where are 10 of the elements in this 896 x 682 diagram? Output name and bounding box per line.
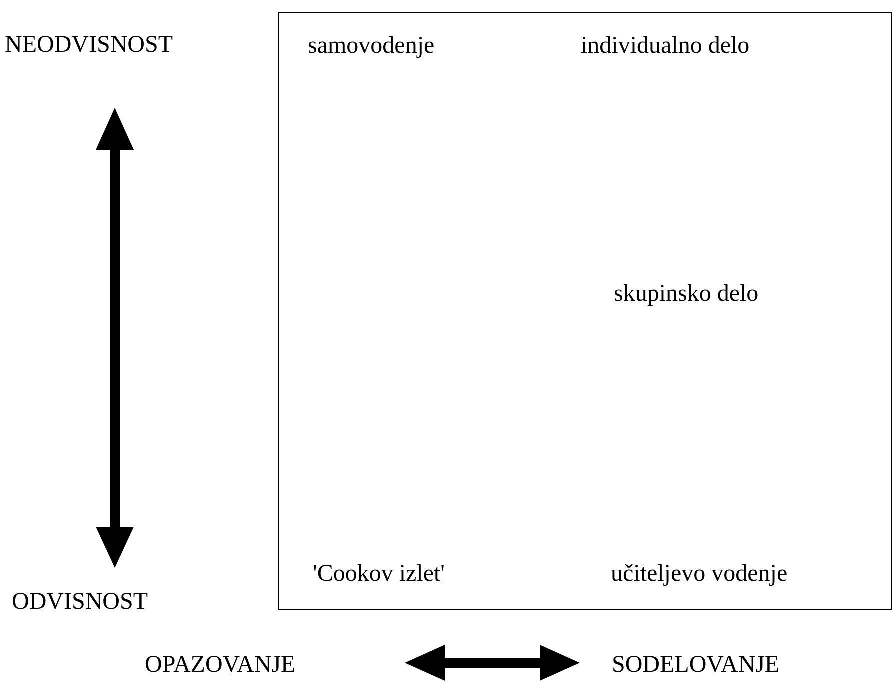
axis-label: SODELOVANJE	[612, 651, 780, 679]
quadrant-label: samovodenje	[308, 32, 435, 60]
quadrant-label: skupinsko delo	[614, 280, 759, 308]
axis-label: ODVISNOST	[12, 588, 148, 616]
quadrant-label: 'Cookov izlet'	[313, 560, 445, 588]
quadrant-label: učiteljevo vodenje	[611, 560, 788, 588]
axis-label: NEODVISNOST	[5, 31, 173, 59]
quadrant-label: individualno delo	[581, 32, 750, 60]
quadrant-box	[278, 12, 892, 610]
axis-label: OPAZOVANJE	[145, 651, 296, 679]
